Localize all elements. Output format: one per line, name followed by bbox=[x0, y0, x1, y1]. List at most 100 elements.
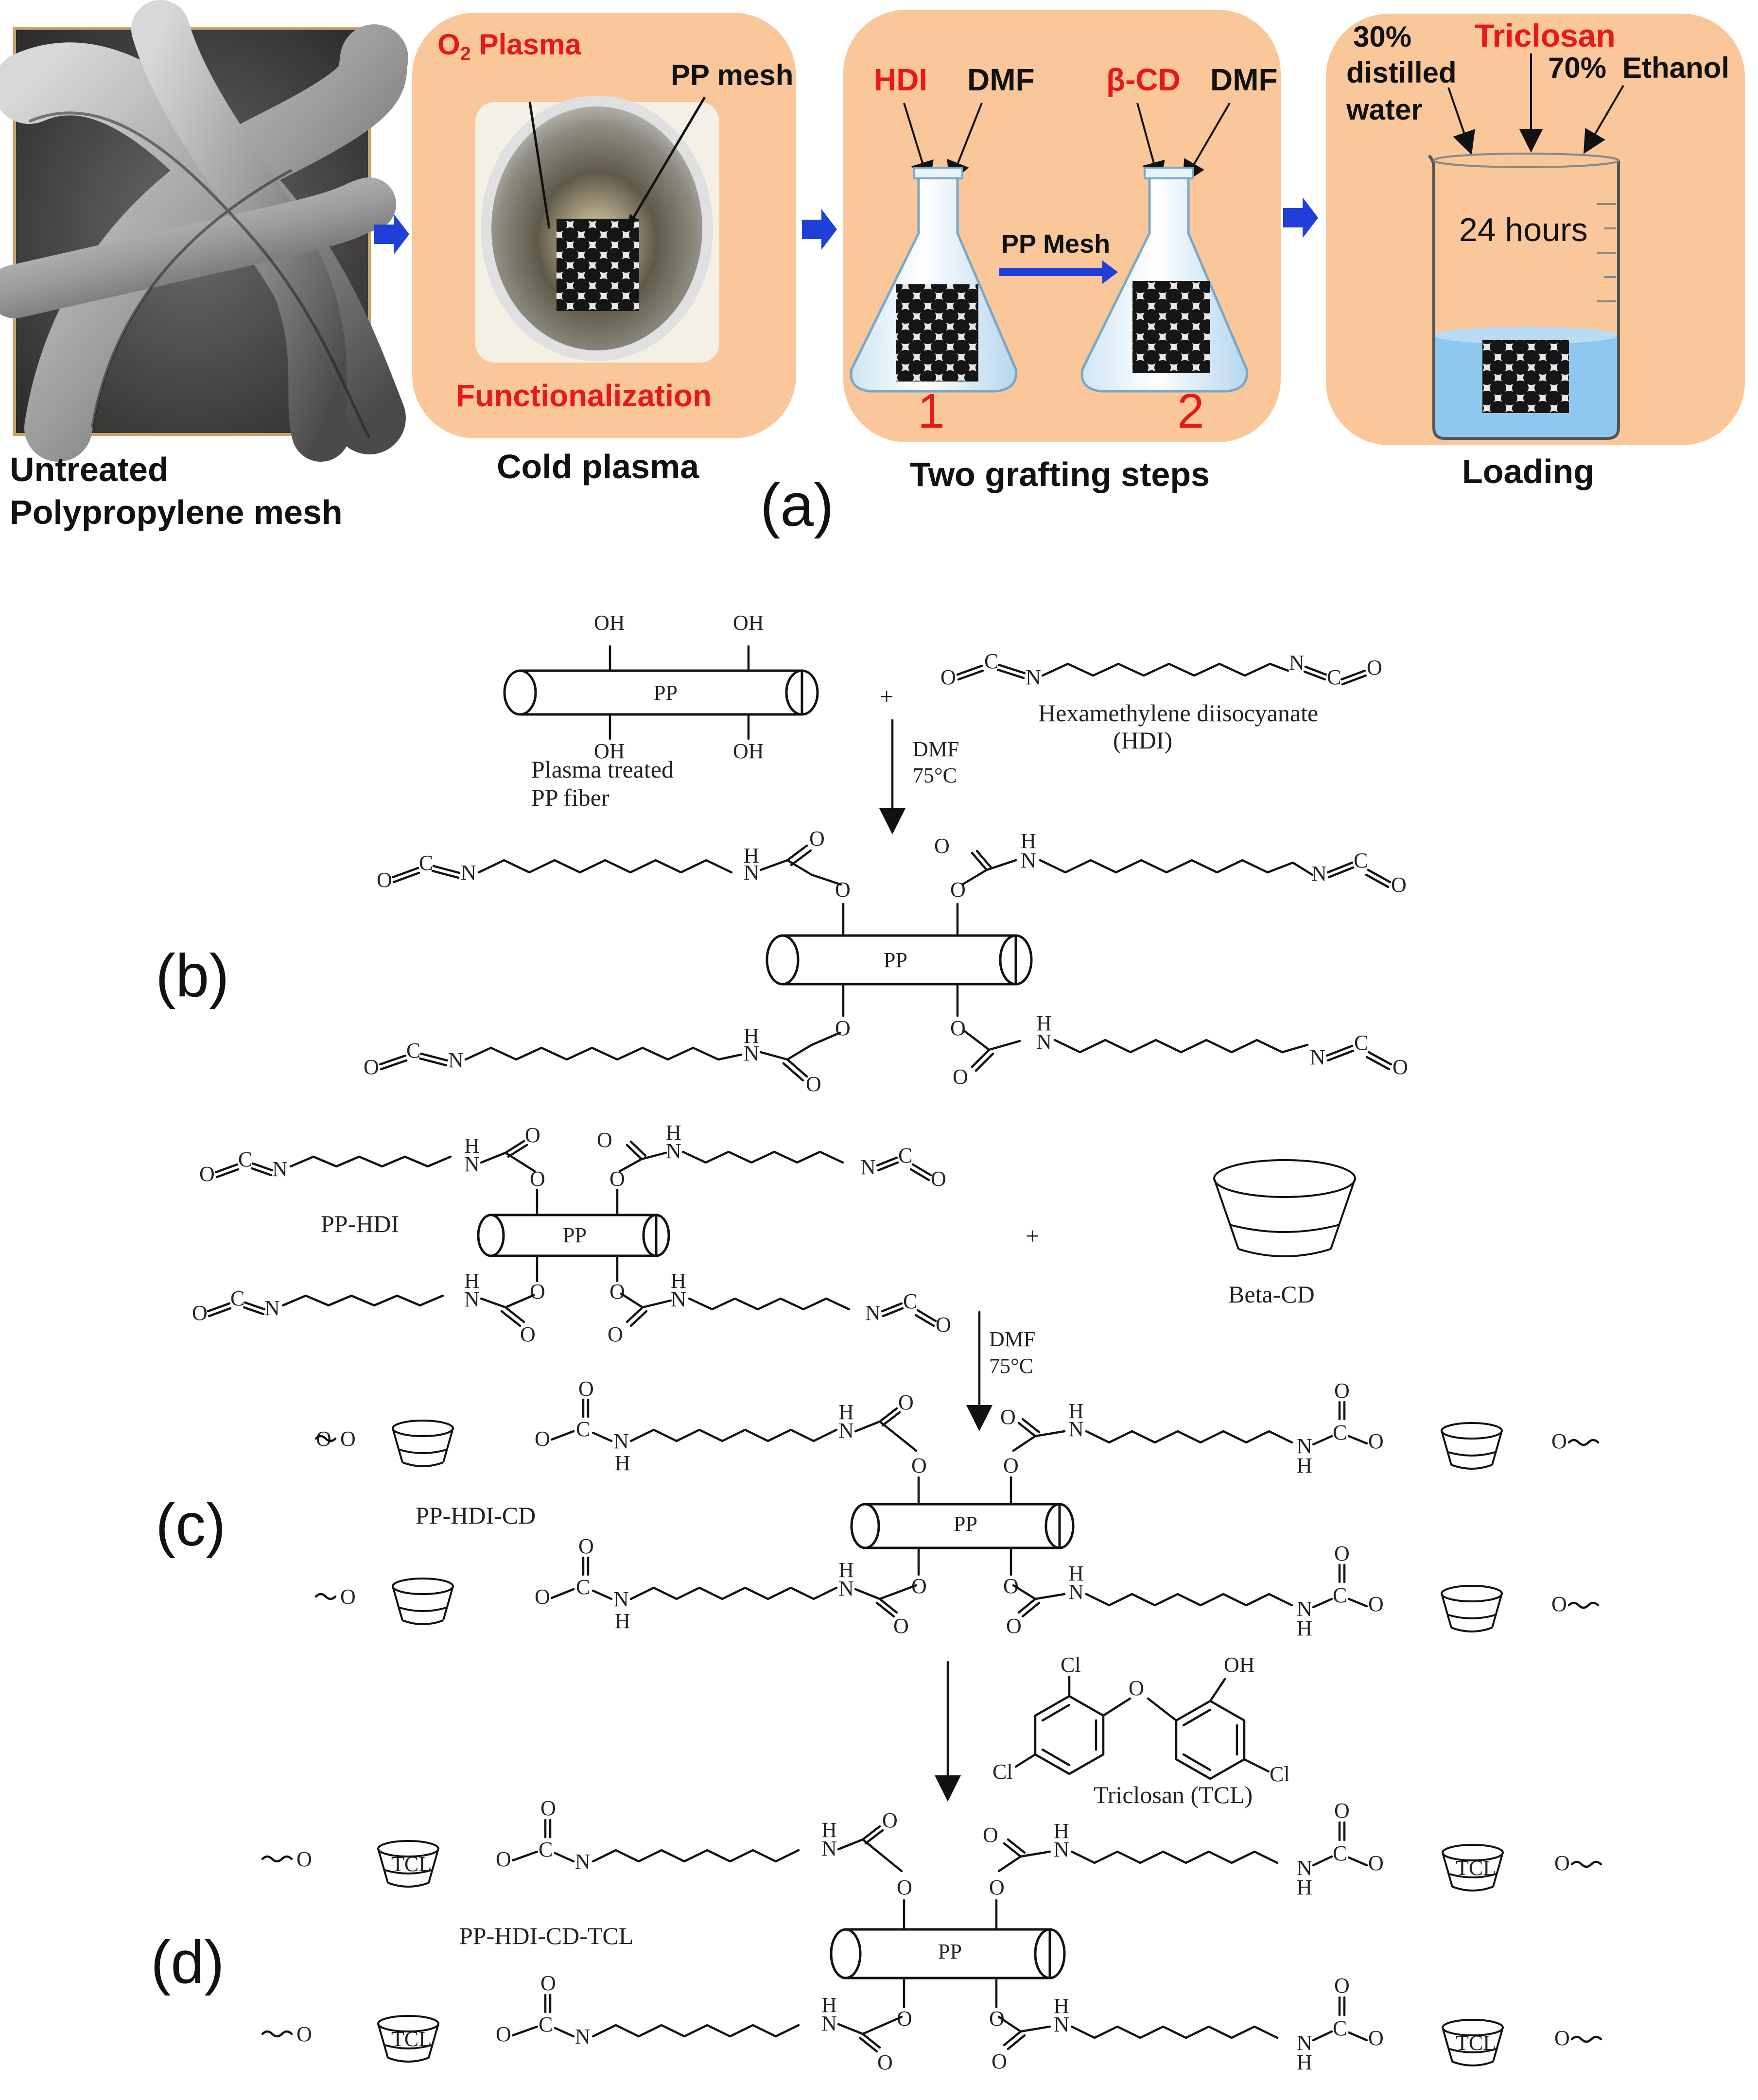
pp-label: PP bbox=[654, 681, 678, 705]
svg-text:O: O bbox=[540, 1796, 556, 1820]
tcl-cl-top: Cl bbox=[1061, 1653, 1081, 1677]
pp-mesh-label: PP mesh bbox=[671, 59, 793, 91]
svg-text:O: O bbox=[1554, 2026, 1570, 2050]
condition-solvent-b: DMF bbox=[913, 737, 959, 761]
hydroxyl-bottom-left: OH bbox=[594, 739, 625, 763]
svg-text:O: O bbox=[1368, 1592, 1384, 1616]
svg-text:O: O bbox=[340, 1427, 356, 1451]
tcl-cl-right: Cl bbox=[1270, 1762, 1290, 1786]
svg-text:H: H bbox=[821, 1993, 837, 2017]
svg-text:N: N bbox=[666, 1139, 681, 1163]
svg-text:PP: PP bbox=[884, 948, 907, 972]
hydroxyl-top-right: OH bbox=[733, 611, 764, 635]
svg-text:N: N bbox=[613, 1587, 629, 1611]
svg-text:C: C bbox=[1333, 2016, 1347, 2040]
svg-text:N: N bbox=[613, 1429, 629, 1453]
pp-hdi-product-b: PP O O O O O C N H N O bbox=[364, 827, 1408, 1096]
svg-text:C: C bbox=[1354, 849, 1368, 872]
pp-hdi-cd-tcl-product: PP O O O O O TCL O C O N H N O bbox=[261, 1796, 1602, 2074]
svg-text:PP: PP bbox=[563, 1223, 587, 1247]
fiber-label-line2: PP fiber bbox=[531, 784, 609, 811]
svg-text:N: N bbox=[1297, 2031, 1312, 2055]
plus-sign-b: + bbox=[880, 683, 893, 710]
svg-text:N: N bbox=[1297, 1597, 1312, 1621]
svg-text:H: H bbox=[1068, 1562, 1084, 1585]
dmf-label-2: DMF bbox=[1210, 62, 1278, 97]
svg-text:N: N bbox=[1310, 1045, 1325, 1069]
svg-text:C: C bbox=[576, 1417, 590, 1441]
svg-text:H: H bbox=[1297, 1616, 1312, 1640]
panel-d: Cl Cl O OH Cl Triclosan (TCL) PP bbox=[151, 1653, 1602, 2074]
svg-text:N: N bbox=[1297, 1856, 1312, 1880]
sem-image-untreated-mesh bbox=[0, 0, 408, 462]
svg-text:H: H bbox=[1297, 1454, 1312, 1477]
svg-text:O: O bbox=[950, 878, 966, 902]
svg-text:O: O bbox=[1368, 1429, 1384, 1453]
svg-text:O: O bbox=[897, 1875, 912, 1899]
svg-text:O: O bbox=[608, 1322, 623, 1346]
step2-caption: Cold plasma bbox=[497, 448, 699, 486]
tcl-oh: OH bbox=[1224, 1653, 1255, 1677]
svg-text:TCL: TCL bbox=[1456, 1856, 1496, 1880]
svg-text:O: O bbox=[316, 1427, 331, 1451]
svg-text:H: H bbox=[821, 1818, 837, 1842]
svg-text:C: C bbox=[406, 1039, 420, 1062]
svg-text:O: O bbox=[525, 1123, 540, 1147]
svg-text:O: O bbox=[1368, 1851, 1384, 1875]
panel-b: OH OH OH OH PP Plasma treated PP fiber +… bbox=[156, 611, 1408, 1096]
svg-text:O: O bbox=[609, 1280, 625, 1303]
svg-text:N: N bbox=[272, 1157, 288, 1181]
svg-text:H: H bbox=[1297, 1875, 1312, 1899]
flask-1-number: 1 bbox=[918, 384, 945, 438]
svg-text:H: H bbox=[1054, 1819, 1069, 1843]
svg-text:O: O bbox=[199, 1162, 215, 1186]
svg-text:O: O bbox=[340, 1585, 356, 1609]
svg-text:H: H bbox=[1068, 1399, 1084, 1423]
svg-text:H: H bbox=[1036, 1011, 1052, 1035]
beta-cd-label: β-CD bbox=[1106, 62, 1181, 97]
svg-text:C: C bbox=[903, 1289, 917, 1313]
condition-temp-c: 75°C bbox=[989, 1354, 1033, 1378]
svg-text:O: O bbox=[1551, 1592, 1567, 1616]
fiber-label-line1: Plasma treated bbox=[531, 756, 674, 783]
tcl-o-bridge: O bbox=[1129, 1676, 1144, 1700]
svg-text:TCL: TCL bbox=[391, 2027, 432, 2051]
svg-text:O: O bbox=[806, 1072, 821, 1096]
svg-text:N: N bbox=[1068, 1580, 1084, 1604]
svg-text:C: C bbox=[1354, 1031, 1368, 1055]
svg-text:N: N bbox=[744, 1041, 759, 1065]
svg-text:H: H bbox=[615, 1609, 630, 1633]
process-arrow-3 bbox=[1283, 197, 1318, 238]
svg-text:O: O bbox=[296, 1847, 312, 1871]
step4-caption: Loading bbox=[1462, 452, 1594, 490]
hdi-molecule: O C N N C O bbox=[940, 649, 1382, 689]
svg-text:C: C bbox=[1333, 1583, 1347, 1607]
svg-text:C: C bbox=[1333, 1421, 1347, 1444]
svg-text:H: H bbox=[838, 1400, 854, 1424]
svg-text:O: O bbox=[496, 1847, 511, 1871]
pp-hdi-label: PP-HDI bbox=[321, 1210, 399, 1237]
svg-text:N: N bbox=[1068, 1417, 1084, 1441]
svg-text:O: O bbox=[1003, 1454, 1019, 1477]
flask-2-number: 2 bbox=[1177, 384, 1204, 438]
plus-sign-c: + bbox=[1026, 1222, 1039, 1250]
svg-text:H: H bbox=[671, 1269, 686, 1293]
svg-text:N: N bbox=[1021, 849, 1036, 872]
hdi-name: Hexamethylene diisocyanate bbox=[1038, 699, 1318, 727]
svg-text:O: O bbox=[535, 1585, 550, 1609]
svg-text:N: N bbox=[744, 861, 759, 885]
svg-text:H: H bbox=[464, 1134, 480, 1158]
process-arrow-2 bbox=[802, 209, 837, 250]
svg-text:N: N bbox=[461, 861, 476, 885]
svg-text:O: O bbox=[296, 2022, 312, 2046]
svg-text:N: N bbox=[448, 1048, 464, 1072]
svg-text:H: H bbox=[744, 1024, 759, 1048]
pp-fiber-treated: OH OH OH OH PP bbox=[503, 611, 819, 763]
svg-text:O: O bbox=[877, 2050, 893, 2074]
ethanol-label: Ethanol bbox=[1622, 52, 1729, 84]
svg-text:H: H bbox=[666, 1121, 681, 1145]
svg-text:O: O bbox=[911, 1454, 927, 1477]
panel-a: Untreated Polypropylene mesh O2 Plasma P… bbox=[0, 0, 1745, 539]
svg-text:O: O bbox=[1334, 1799, 1350, 1822]
